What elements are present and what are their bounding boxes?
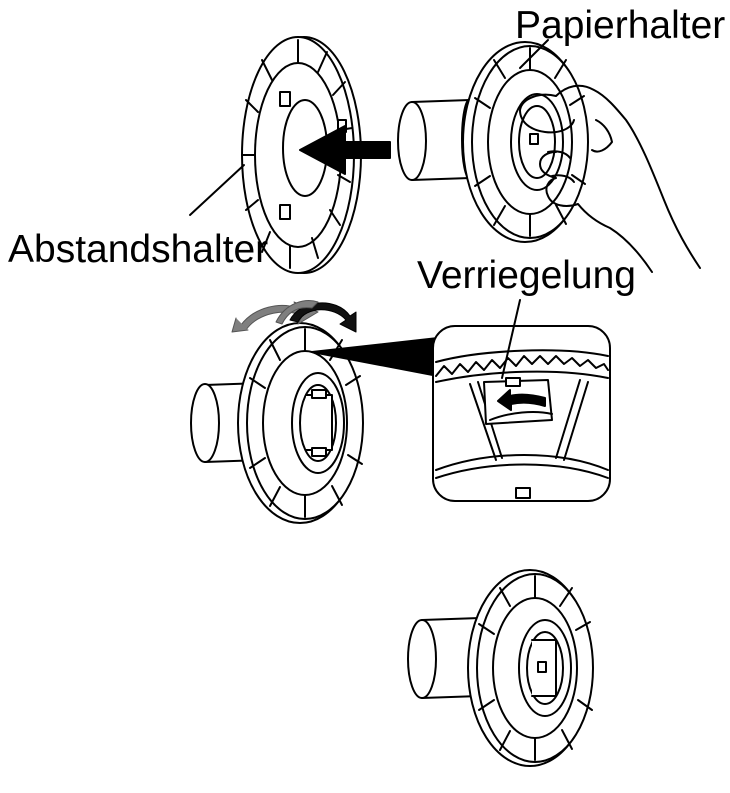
spacer-label: Abstandshalter (8, 228, 269, 271)
hand (519, 84, 701, 273)
paper-holder-bottom (407, 569, 594, 767)
spacer-leader-line (189, 164, 245, 216)
paper-holder-middle (190, 322, 364, 524)
paper-holder-top (397, 41, 589, 243)
paper-holder-leader-line (519, 39, 549, 69)
unlock-arrow-icon (497, 389, 546, 411)
lock-label: Verriegelung (417, 254, 636, 297)
lock-detail-inset (432, 325, 611, 502)
hand-thumb (591, 119, 613, 153)
insert-arrow-icon (299, 125, 391, 175)
paper-holder-label: Papierhalter (515, 4, 726, 47)
lock-leader-line (501, 299, 521, 379)
